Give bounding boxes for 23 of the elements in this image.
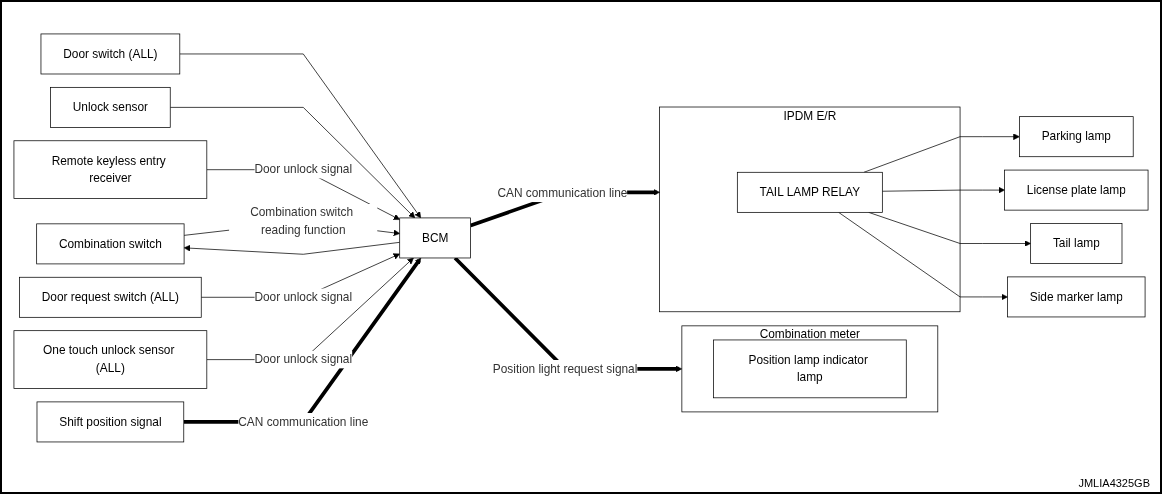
node-box: Door switch (ALL): [40, 33, 181, 75]
node-box: Shift position signal: [36, 401, 185, 443]
node-box: One touch unlock sensor (ALL): [13, 330, 208, 389]
edge-label: Position light request signal: [492, 362, 638, 375]
node-box: Side marker lamp: [1007, 276, 1146, 318]
node-box: Remote keyless entry receiver: [13, 140, 208, 200]
edge-label: Door unlock signal: [254, 163, 353, 176]
edge-label: CAN communication line: [497, 186, 628, 200]
arrow: [183, 257, 422, 424]
edge-label: Door unlock signal: [254, 290, 353, 304]
edge-label: CAN communication line: [238, 415, 369, 428]
edge-label: Door unlock signal: [254, 352, 353, 366]
node-box: Position lamp indicator lamp: [713, 339, 907, 399]
node-box: TAIL LAMP RELAY: [736, 171, 883, 213]
node-box: BCM: [399, 217, 471, 259]
node-box: Parking lamp: [1019, 116, 1134, 158]
node-box: Unlock sensor: [50, 87, 171, 128]
edge-label: Combination switch reading function: [250, 206, 354, 237]
node-box: Door request switch (ALL): [19, 276, 202, 318]
node-box: Combination switch: [36, 223, 185, 265]
node-box: Tail lamp: [1030, 223, 1123, 264]
figure-code: JMLIA4325GB: [1078, 477, 1150, 489]
node-box: License plate lamp: [1004, 169, 1149, 211]
